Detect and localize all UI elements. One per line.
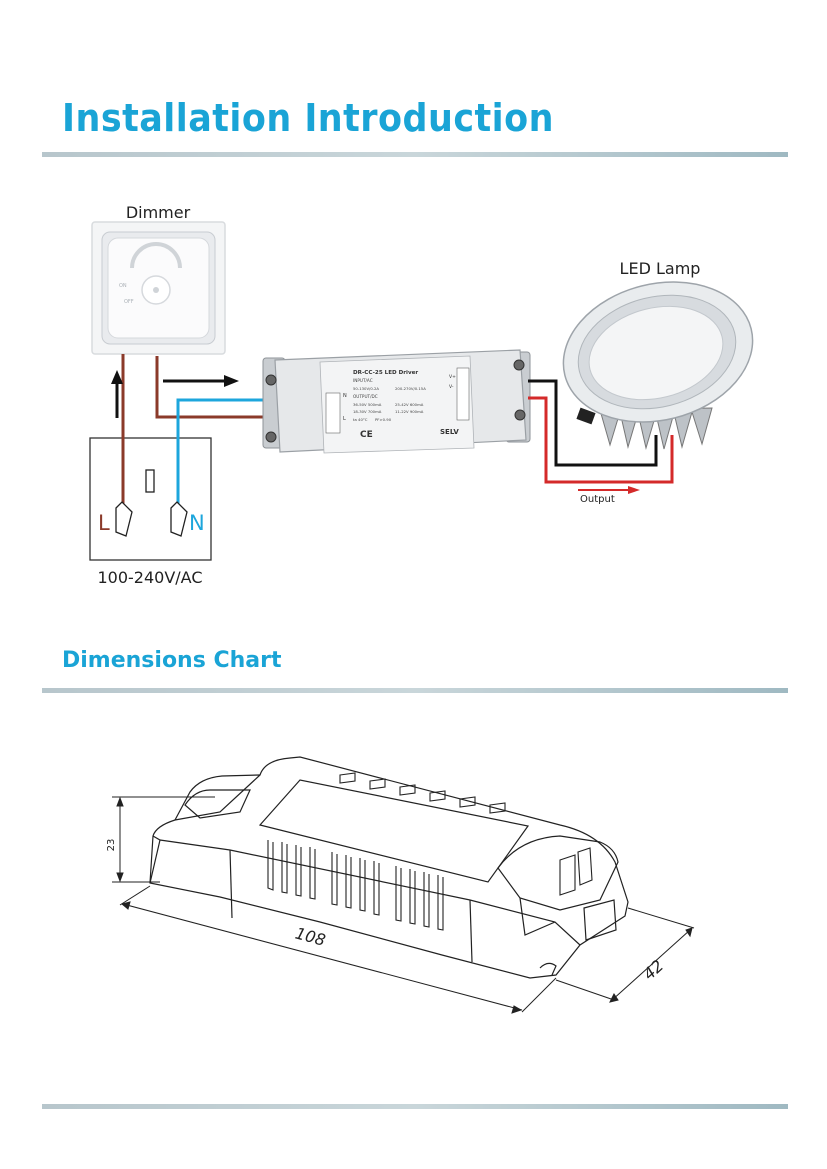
driver-output-line4: 11-22V 900mA — [395, 409, 424, 414]
dimmer-switch: ON OFF — [91, 221, 226, 355]
footer-divider — [42, 1104, 788, 1109]
width-dimension — [555, 907, 695, 1003]
dimmer-off-text: OFF — [124, 299, 134, 305]
driver-input-line2: 200-270V/0.15A — [395, 386, 426, 391]
output-label: Output — [580, 494, 615, 505]
led-lamp — [562, 281, 754, 450]
right-arrow — [163, 375, 239, 387]
output-positive-wire — [528, 396, 674, 484]
mains-socket — [89, 437, 212, 561]
driver-housing-drawing — [149, 756, 629, 979]
neutral-terminal-label: N — [189, 511, 205, 535]
output-negative-wire — [528, 379, 658, 467]
height-dimension — [112, 796, 215, 883]
neutral-wire — [176, 398, 268, 508]
dimmer-on-text: ON — [119, 283, 127, 289]
up-arrow — [111, 370, 123, 418]
page-title: Installation Introduction — [62, 96, 554, 140]
driver-selv-mark: SELV — [440, 428, 459, 436]
driver-vplus-pin: V+ — [449, 374, 456, 380]
length-value: 108 — [293, 924, 327, 950]
neutral-terminal — [170, 501, 188, 537]
live-terminal-label: L — [98, 511, 110, 535]
driver-temp-text: ta 40°C — [353, 417, 368, 422]
dimensions-drawing: 23 — [106, 756, 695, 1014]
driver-pf-text: PF>0.90 — [375, 417, 392, 422]
driver-output-line3: 18-30V 700mA — [353, 409, 382, 414]
lamp-label: LED Lamp — [620, 259, 701, 278]
length-dimension — [119, 885, 557, 1014]
output-arrow — [578, 486, 640, 494]
driver-ce-mark: CE — [360, 430, 373, 440]
led-driver: DR-CC-25 LED Driver INPUT/AC 50-130V/0.2… — [262, 349, 531, 454]
driver-model-text: DR-CC-25 LED Driver — [353, 370, 418, 376]
dimmer-label: Dimmer — [126, 203, 191, 222]
installation-diagram: ON OFF Dimmer L N 100-240V/AC — [89, 203, 754, 587]
title-divider — [42, 152, 788, 157]
driver-output-line2: 25-42V 600mA — [395, 402, 424, 407]
driver-input-line1: 50-130V/0.2A — [353, 386, 379, 391]
height-value: 23 — [106, 839, 117, 852]
driver-output-heading: OUTPUT/DC — [353, 394, 378, 399]
driver-output-line1: 36-50V 500mA — [353, 402, 382, 407]
driver-vminus-pin: V- — [449, 384, 454, 390]
driver-n-pin: N — [343, 393, 347, 399]
dimensions-title: Dimensions Chart — [62, 648, 282, 673]
live-wire — [121, 354, 268, 508]
dimensions-divider — [42, 688, 788, 693]
driver-input-heading: INPUT/AC — [353, 378, 373, 383]
width-value: 42 — [639, 956, 667, 984]
live-terminal — [115, 501, 133, 537]
mains-voltage-label: 100-240V/AC — [97, 568, 202, 587]
driver-l-pin: L — [343, 416, 346, 422]
housing-vents — [267, 772, 593, 931]
